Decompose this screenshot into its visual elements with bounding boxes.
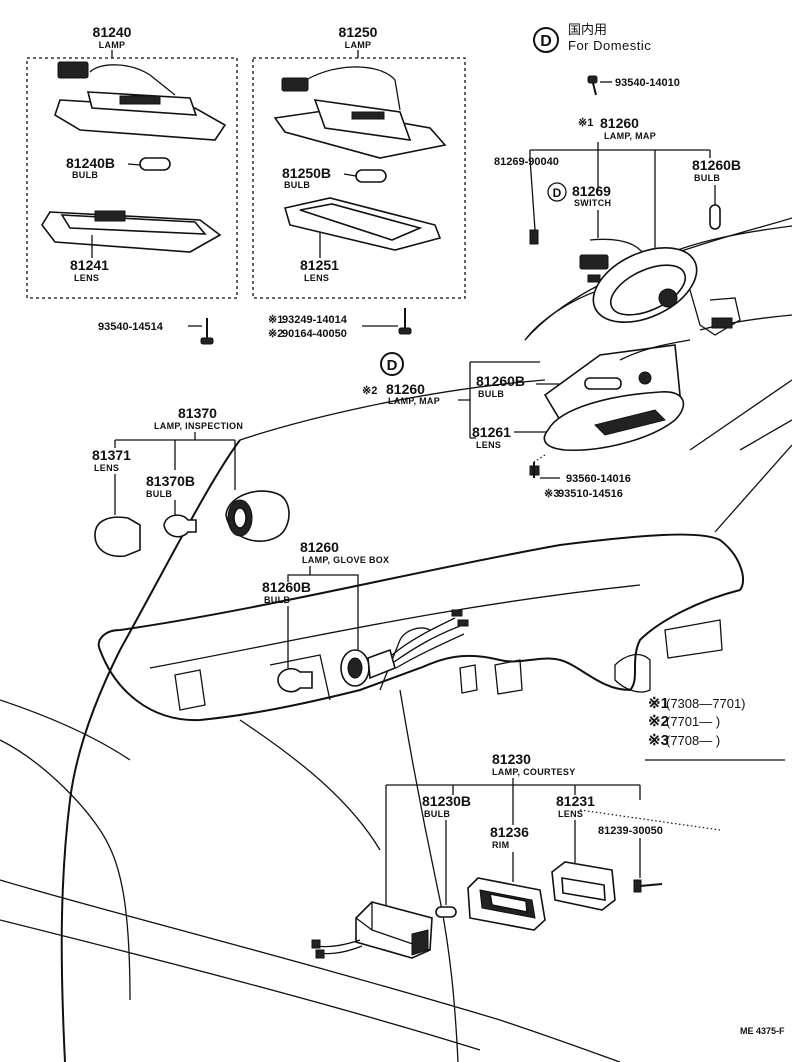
part-number-81260-glove: 81260 xyxy=(300,539,339,555)
part-number-81370: 81370 xyxy=(178,405,217,421)
part-name-81370: LAMP, INSPECTION xyxy=(154,421,243,431)
part-name-81241: LENS xyxy=(74,273,99,283)
part-name-81261: LENS xyxy=(476,440,501,450)
map-lamp-2-domestic-symbol: D xyxy=(387,357,398,374)
group-box-81250 xyxy=(252,57,466,299)
note-2-text: (7701— ) xyxy=(666,714,720,729)
part-number-93560-14016: 93560-14016 xyxy=(566,473,631,485)
part-number-81371: 81371 xyxy=(92,447,131,463)
map-lamp-1-mark: ※1 xyxy=(578,117,593,129)
part-number-81239-30050: 81239-30050 xyxy=(598,825,663,837)
part-number-81370b: 81370B xyxy=(146,473,195,489)
part-name-81260b-glove: BULB xyxy=(264,595,290,605)
lamp-81240-drawing xyxy=(54,61,227,141)
part-number-81250: 81250 xyxy=(339,24,378,40)
screw-mark-2: ※2 xyxy=(268,328,283,340)
part-name-81230: LAMP, COURTESY xyxy=(492,767,576,777)
part-name-81260-map-2: LAMP, MAP xyxy=(388,396,440,406)
bulb-81240b-drawing xyxy=(139,157,171,171)
part-number-81231: 81231 xyxy=(556,793,595,809)
part-name-81260-glove: LAMP, GLOVE BOX xyxy=(302,555,389,565)
domestic-en-label: For Domestic xyxy=(568,38,651,53)
part-number-81240b: 81240B xyxy=(66,155,115,171)
part-name-81231: LENS xyxy=(558,809,583,819)
part-name-81370b: BULB xyxy=(146,489,172,499)
bulb-81250b-drawing xyxy=(355,169,387,183)
part-name-81240b: BULB xyxy=(72,170,98,180)
map-lamp-2-mark: ※2 xyxy=(362,385,377,397)
part-number-81269: 81269 xyxy=(572,183,611,199)
part-number-81241: 81241 xyxy=(70,257,109,273)
production-notes: ※1 (7308—7701) ※2 (7701— ) ※3 (7708— ) xyxy=(645,695,785,761)
map-lamp-2-domestic-circle xyxy=(380,352,404,376)
part-number-93249-14014: 93249-14014 xyxy=(282,314,348,326)
part-name-81371: LENS xyxy=(94,463,119,473)
part-number-93510-14516: 93510-14516 xyxy=(558,488,623,500)
lamp-81250-drawing xyxy=(273,66,447,159)
note-3-mark: ※3 xyxy=(648,732,669,749)
part-name-81250: LAMP xyxy=(345,40,372,50)
courtesy-lamp-drawing xyxy=(311,861,663,959)
part-number-93540-14514: 93540-14514 xyxy=(98,321,164,333)
part-name-81250b: BULB xyxy=(284,180,310,190)
part-number-81240: 81240 xyxy=(93,24,132,40)
domestic-symbol-circle xyxy=(533,27,559,53)
part-number-93540-14010: 93540-14010 xyxy=(615,77,680,89)
note-3-text: (7708— ) xyxy=(666,733,720,748)
group-box-81240 xyxy=(26,57,238,299)
part-number-81260b-map-1: 81260B xyxy=(692,157,741,173)
part-number-81236: 81236 xyxy=(490,824,529,840)
screw-mark-3: ※3 xyxy=(544,488,559,500)
domestic-symbol: D xyxy=(540,33,552,50)
part-number-81260-map-1: 81260 xyxy=(600,115,639,131)
diagram-code: ME 4375-F xyxy=(740,1026,785,1036)
part-name-81260b-map-1: BULB xyxy=(694,173,720,183)
part-number-81250b: 81250B xyxy=(282,165,331,181)
screw-93249-14014-drawing xyxy=(398,308,412,335)
part-number-81269-90040: 81269-90040 xyxy=(494,156,559,168)
part-number-81261: 81261 xyxy=(472,424,511,440)
screw-mark-1: ※1 xyxy=(268,314,283,326)
domestic-jp-label: 国内用 xyxy=(568,22,607,37)
part-number-81260b-map-2: 81260B xyxy=(476,373,525,389)
part-number-81260-map-2: 81260 xyxy=(386,381,425,397)
part-number-90164-40050: 90164-40050 xyxy=(282,328,347,340)
part-number-81260b-glove: 81260B xyxy=(262,579,311,595)
map-lamp-2-drawing xyxy=(529,339,691,478)
part-name-81251: LENS xyxy=(304,273,329,283)
vehicle-body-outline xyxy=(0,217,792,1062)
part-name-81236: RIM xyxy=(492,840,509,850)
part-name-81269: SWITCH xyxy=(574,198,611,208)
note-2-mark: ※2 xyxy=(648,713,669,730)
switch-domestic-circle xyxy=(547,182,567,202)
note-1-mark: ※1 xyxy=(648,695,669,712)
part-number-81230b: 81230B xyxy=(422,793,471,809)
glove-box-lamp-drawing xyxy=(277,609,469,693)
inspection-lamp-drawing xyxy=(94,490,290,558)
screw-93540-14010-drawing xyxy=(587,75,598,96)
note-1-text: (7308—7701) xyxy=(666,696,746,711)
part-number-81251: 81251 xyxy=(300,257,339,273)
part-name-81260b-map-2: BULB xyxy=(478,389,504,399)
screw-93540-14514-drawing xyxy=(200,318,214,345)
switch-domestic-symbol: D xyxy=(553,186,562,200)
bulb-81260b-map-1-drawing xyxy=(709,204,721,230)
part-name-81240: LAMP xyxy=(99,40,126,50)
part-name-81230b: BULB xyxy=(424,809,450,819)
lens-81251-drawing xyxy=(283,197,442,251)
part-name-81260-map-1: LAMP, MAP xyxy=(604,131,656,141)
lens-81241-drawing xyxy=(41,210,222,253)
part-number-81230: 81230 xyxy=(492,751,531,767)
map-lamp-1-drawing xyxy=(529,157,741,336)
